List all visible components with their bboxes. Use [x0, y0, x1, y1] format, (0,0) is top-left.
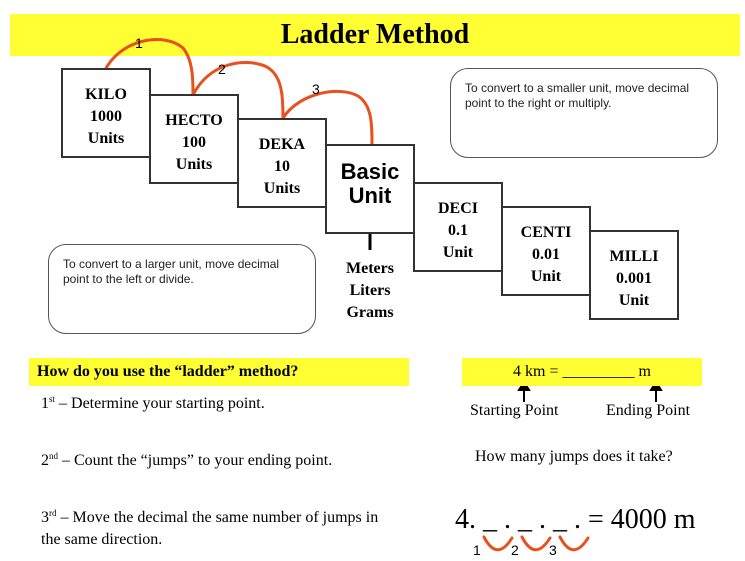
step-unit: Units: [263, 180, 301, 197]
example-equation: 4 km = _________ m: [462, 358, 702, 386]
arc-label-2: 2: [218, 61, 226, 77]
arc-label-1: 1: [135, 35, 143, 51]
step-prefix: MILLI: [609, 248, 659, 265]
method-step-3: 3rd – Move the decimal the same number o…: [41, 507, 386, 551]
base-units-list: Meters Liters Grams: [330, 258, 410, 324]
step-value: 0.1: [448, 222, 468, 239]
ladder-step-hecto: HECTO 100 Units: [149, 94, 239, 184]
step-value: 100: [182, 134, 206, 151]
step-basic-line1: Basic: [340, 159, 400, 184]
step-unit: Units: [175, 156, 213, 173]
step-prefix: HECTO: [165, 112, 223, 129]
method-step-1: 1st – Determine your starting point.: [41, 393, 391, 415]
step-ordinal: 1: [41, 395, 49, 412]
smaller-unit-note: To convert to a smaller unit, move decim…: [450, 68, 718, 158]
jump-check-1: [482, 535, 514, 552]
step-text: – Determine your starting point.: [55, 395, 265, 412]
starting-point-label: Starting Point: [470, 402, 559, 419]
step-ordinal-suffix: st: [49, 394, 56, 404]
method-step-2: 2nd – Count the “jumps” to your ending p…: [41, 450, 391, 472]
step-value: 0.01: [532, 246, 560, 263]
arc-label-3: 3: [312, 81, 320, 97]
base-unit-liters: Liters: [349, 282, 391, 299]
step-ordinal-suffix: rd: [49, 508, 57, 518]
base-unit-grams: Grams: [346, 304, 394, 321]
larger-unit-note: To convert to a larger unit, move decima…: [48, 244, 316, 334]
jump-check-2: [520, 535, 552, 552]
step-unit: Unit: [618, 292, 650, 309]
step-text: – Move the decimal the same number of ju…: [41, 509, 379, 548]
jump-label-3: 3: [549, 542, 557, 558]
step-value: 0.001: [616, 270, 652, 287]
jump-arc-2: [191, 60, 285, 120]
smaller-unit-note-text: To convert to a smaller unit, move decim…: [465, 81, 690, 110]
example-answer: 4. _ . _ . _ . = 4000 m: [455, 504, 696, 535]
step-unit: Unit: [442, 244, 474, 261]
jump-label-2: 2: [511, 542, 519, 558]
jump-arc-3: [281, 89, 374, 146]
step-ordinal: 2: [41, 452, 49, 469]
page-title: Ladder Method: [10, 14, 740, 56]
step-value: 1000: [90, 108, 122, 125]
ladder-step-basic-unit: Basic Unit: [325, 144, 415, 234]
ladder-step-deci: DECI 0.1 Unit: [413, 182, 503, 272]
step-ordinal-suffix: nd: [49, 451, 58, 461]
jumps-question: How many jumps does it take?: [475, 448, 673, 465]
jump-arc-1: [102, 38, 195, 97]
step-prefix: KILO: [85, 86, 127, 103]
step-prefix: CENTI: [520, 224, 572, 241]
step-basic-line2: Unit: [348, 183, 392, 208]
step-ordinal: 3: [41, 509, 49, 526]
step-unit: Unit: [530, 268, 562, 285]
ladder-step-centi: CENTI 0.01 Unit: [501, 206, 591, 296]
method-question: How do you use the “ladder” method?: [29, 358, 409, 386]
step-prefix: DECI: [437, 200, 478, 217]
step-prefix: DEKA: [258, 136, 306, 153]
step-value: 10: [274, 158, 290, 175]
larger-unit-note-text: To convert to a larger unit, move decima…: [63, 257, 280, 286]
jump-label-1: 1: [473, 542, 481, 558]
base-unit-meters: Meters: [346, 260, 394, 277]
ladder-step-milli: MILLI 0.001 Unit: [589, 230, 679, 320]
step-unit: Units: [87, 130, 125, 147]
ladder-step-deka: DEKA 10 Units: [237, 118, 327, 208]
ladder-step-kilo: KILO 1000 Units: [61, 68, 151, 158]
ending-point-label: Ending Point: [606, 402, 691, 419]
jump-check-3: [558, 535, 590, 552]
step-text: – Count the “jumps” to your ending point…: [58, 452, 333, 469]
